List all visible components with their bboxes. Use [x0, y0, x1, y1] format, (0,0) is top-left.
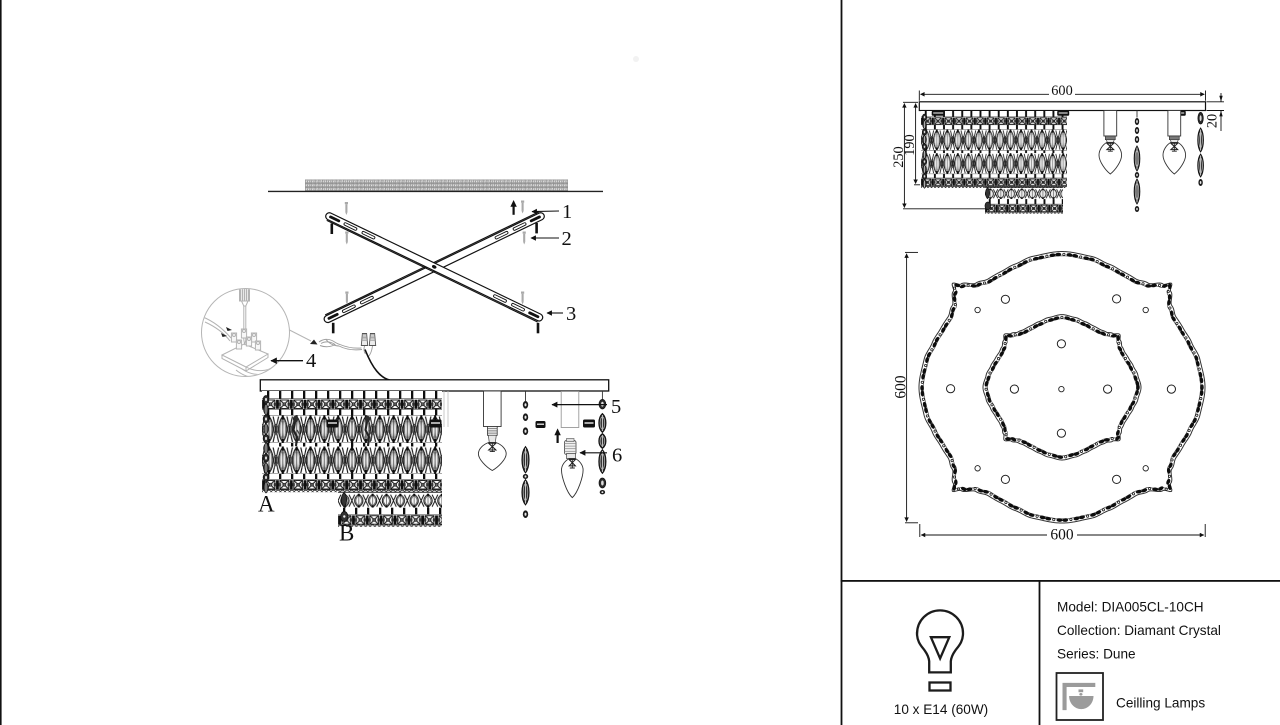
- svg-text:A: A: [258, 492, 275, 517]
- svg-text:Ceilling Lamps: Ceilling Lamps: [1116, 696, 1205, 711]
- svg-text:20: 20: [1205, 114, 1221, 128]
- svg-text:Collection: Diamant Crystal: Collection: Diamant Crystal: [1057, 623, 1221, 638]
- svg-text:B: B: [339, 521, 354, 546]
- svg-text:600: 600: [1050, 527, 1074, 544]
- svg-text:10 x E14 (60W): 10 x E14 (60W): [894, 702, 988, 717]
- svg-text:600: 600: [1051, 83, 1072, 99]
- svg-text:1: 1: [562, 201, 572, 223]
- svg-text:2: 2: [562, 228, 572, 250]
- svg-text:600: 600: [893, 375, 910, 399]
- svg-text:250: 250: [891, 146, 907, 167]
- svg-text:6: 6: [612, 445, 622, 467]
- svg-text:3: 3: [566, 303, 576, 325]
- svg-text:190: 190: [902, 134, 918, 155]
- svg-text:Model: DIA005CL-10CH: Model: DIA005CL-10CH: [1057, 600, 1204, 615]
- svg-text:Series: Dune: Series: Dune: [1057, 647, 1136, 662]
- svg-text:5: 5: [611, 396, 621, 418]
- svg-text:4: 4: [306, 350, 316, 372]
